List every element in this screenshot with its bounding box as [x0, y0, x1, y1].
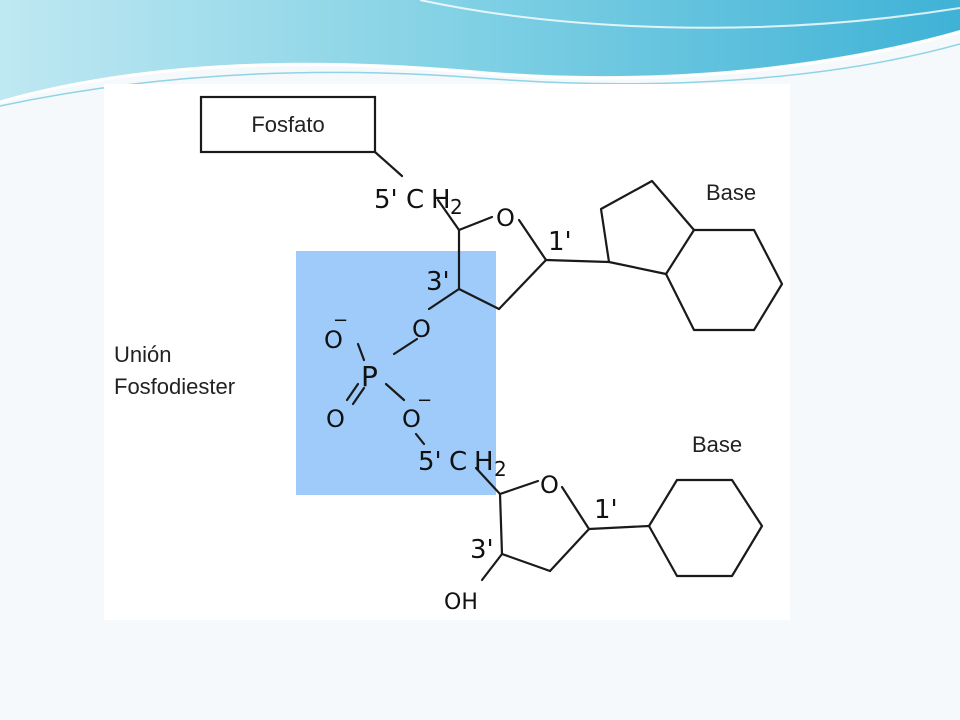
bond-c3-c4-lower — [498, 492, 504, 556]
bridge-oxygen-upper: O — [412, 315, 431, 343]
upper-base-label: Base — [706, 180, 756, 205]
phosphorus-atom: P — [361, 360, 378, 393]
bond-p-o-double-b — [351, 386, 366, 406]
upper-base-five-ring — [599, 179, 696, 276]
upper-ch2-subscript: 2 — [450, 195, 463, 219]
figure-panel: Fosfato — [104, 84, 790, 620]
bond-lines — [345, 150, 784, 582]
upper-3prime-label: 3' — [426, 267, 450, 297]
bond-o-c1-lower — [560, 485, 591, 531]
bond-p-o-lower — [384, 382, 406, 402]
bond-label-line2: Fosfodiester — [114, 374, 235, 399]
bond-c1-c2-lower — [548, 527, 591, 573]
upper-1prime-label: 1' — [548, 227, 572, 257]
upper-ring-oxygen: O — [496, 204, 515, 232]
o-double-bond: O — [326, 405, 345, 433]
bond-c4-o-lower — [498, 479, 540, 496]
bond-p-o-double-a — [345, 382, 360, 402]
bond-o-c1-upper — [517, 218, 548, 262]
bond-ch2-c4-upper — [436, 198, 461, 232]
phosphate-box — [199, 95, 377, 154]
o-minus-top: O — [324, 326, 343, 354]
bond-c1-base-lower — [587, 524, 651, 531]
bond-o-p — [392, 337, 419, 356]
bond-label-line1: Unión — [114, 342, 171, 367]
phosphate-box-label: Fosfato — [251, 112, 324, 137]
dna-phosphodiester-diagram: Fosfato — [114, 95, 784, 615]
upper-ch2-h: H — [431, 185, 451, 215]
lower-ch2-h: H — [474, 447, 494, 477]
lower-ch2-c: C — [449, 447, 467, 477]
bond-c4-o-upper — [457, 215, 494, 232]
upper-base-six-ring — [664, 228, 784, 332]
lower-5prime-label: 5' — [418, 447, 442, 477]
bond-phosphate-5prime — [373, 150, 404, 178]
lower-3prime-label: 3' — [470, 535, 494, 565]
lower-1prime-label: 1' — [594, 495, 618, 525]
bond-ch2-c4-lower — [474, 466, 502, 496]
bond-c3-o-upper — [427, 287, 461, 311]
upper-ch2-c: C — [406, 185, 424, 215]
lower-ring-oxygen: O — [540, 471, 559, 499]
upper-5prime-label: 5' — [374, 185, 398, 215]
bond-o-ch2-lower — [414, 432, 426, 446]
bridge-oxygen-lower: O — [402, 405, 421, 433]
bond-c3-oh-lower — [480, 552, 504, 582]
bond-c1-c2-upper — [497, 258, 548, 311]
lower-base-hexagon — [647, 478, 764, 578]
bridge-oxygen-lower-charge: − — [417, 390, 432, 411]
o-minus-top-charge: − — [333, 310, 348, 331]
bond-c2-c3-upper — [457, 287, 501, 311]
bond-c2-c3-lower — [500, 552, 552, 573]
header-wave-decoration — [0, 0, 960, 107]
bond-c1-base-upper — [544, 258, 611, 264]
bond-ominus-p — [356, 342, 366, 362]
lower-base-label: Base — [692, 432, 742, 457]
lower-ch2-subscript: 2 — [494, 457, 507, 481]
lower-hydroxyl: OH — [444, 590, 478, 615]
